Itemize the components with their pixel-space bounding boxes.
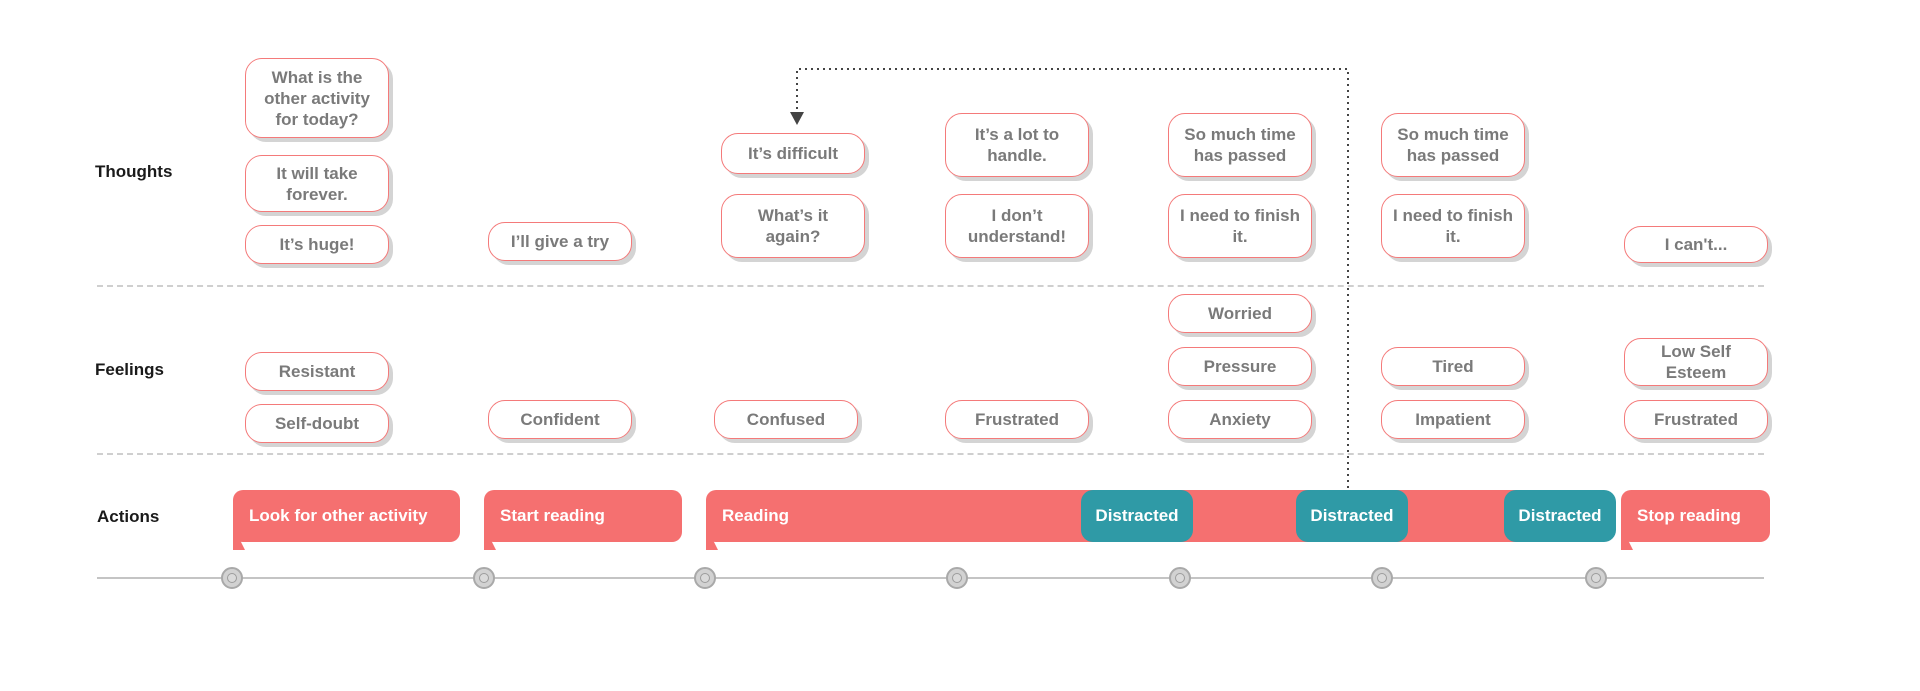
thought-bubble: It’s difficult — [721, 133, 865, 174]
thought-bubble: I need to finish it. — [1168, 194, 1312, 258]
arrowhead-icon — [790, 112, 804, 125]
action-tail — [484, 526, 496, 550]
feeling-bubble: Resistant — [245, 352, 389, 391]
thought-bubble: So much time has passed — [1168, 113, 1312, 177]
divider-thoughts-feelings — [97, 285, 1764, 287]
feeling-bubble: Impatient — [1381, 400, 1525, 439]
feeling-bubble: Low Self Esteem — [1624, 338, 1768, 386]
thought-bubble: I’ll give a try — [488, 222, 632, 261]
action-stop-reading: Stop reading — [1621, 490, 1770, 542]
distracted-segment: Distracted — [1504, 490, 1616, 542]
action-look-for-other-activity: Look for other activity — [233, 490, 460, 542]
feeling-bubble: Confident — [488, 400, 632, 439]
feeling-bubble: Tired — [1381, 347, 1525, 386]
thought-bubble: I can't... — [1624, 226, 1768, 263]
thought-bubble: It’s a lot to handle. — [945, 113, 1089, 177]
thought-bubble: What’s it again? — [721, 194, 865, 258]
thought-bubble: I need to finish it. — [1381, 194, 1525, 258]
feeling-bubble: Frustrated — [1624, 400, 1768, 439]
distracted-segment: Distracted — [1296, 490, 1408, 542]
timeline-node — [221, 567, 243, 589]
action-tail — [233, 526, 245, 550]
action-tail — [1621, 526, 1633, 550]
divider-feelings-actions — [97, 453, 1764, 455]
timeline-node — [473, 567, 495, 589]
timeline-node — [1585, 567, 1607, 589]
feeling-bubble: Worried — [1168, 294, 1312, 333]
thought-bubble: What is the other activity for today? — [245, 58, 389, 138]
distracted-segment: Distracted — [1081, 490, 1193, 542]
timeline-line — [97, 577, 1764, 579]
row-label-feelings: Feelings — [95, 360, 164, 379]
thought-bubble: It’s huge! — [245, 225, 389, 264]
row-label-actions: Actions — [97, 507, 160, 526]
timeline-node — [694, 567, 716, 589]
timeline-node — [1169, 567, 1191, 589]
timeline-node — [946, 567, 968, 589]
feeling-bubble: Pressure — [1168, 347, 1312, 386]
feeling-bubble: Frustrated — [945, 400, 1089, 439]
action-start-reading: Start reading — [484, 490, 682, 542]
timeline-node — [1371, 567, 1393, 589]
row-label-thoughts: Thoughts — [95, 162, 173, 181]
thought-bubble: It will take forever. — [245, 155, 389, 212]
feeling-bubble: Self-doubt — [245, 404, 389, 443]
action-tail — [706, 526, 718, 550]
feeling-bubble: Anxiety — [1168, 400, 1312, 439]
thought-bubble: I don’t understand! — [945, 194, 1089, 258]
feeling-bubble: Confused — [714, 400, 858, 439]
thought-bubble: So much time has passed — [1381, 113, 1525, 177]
